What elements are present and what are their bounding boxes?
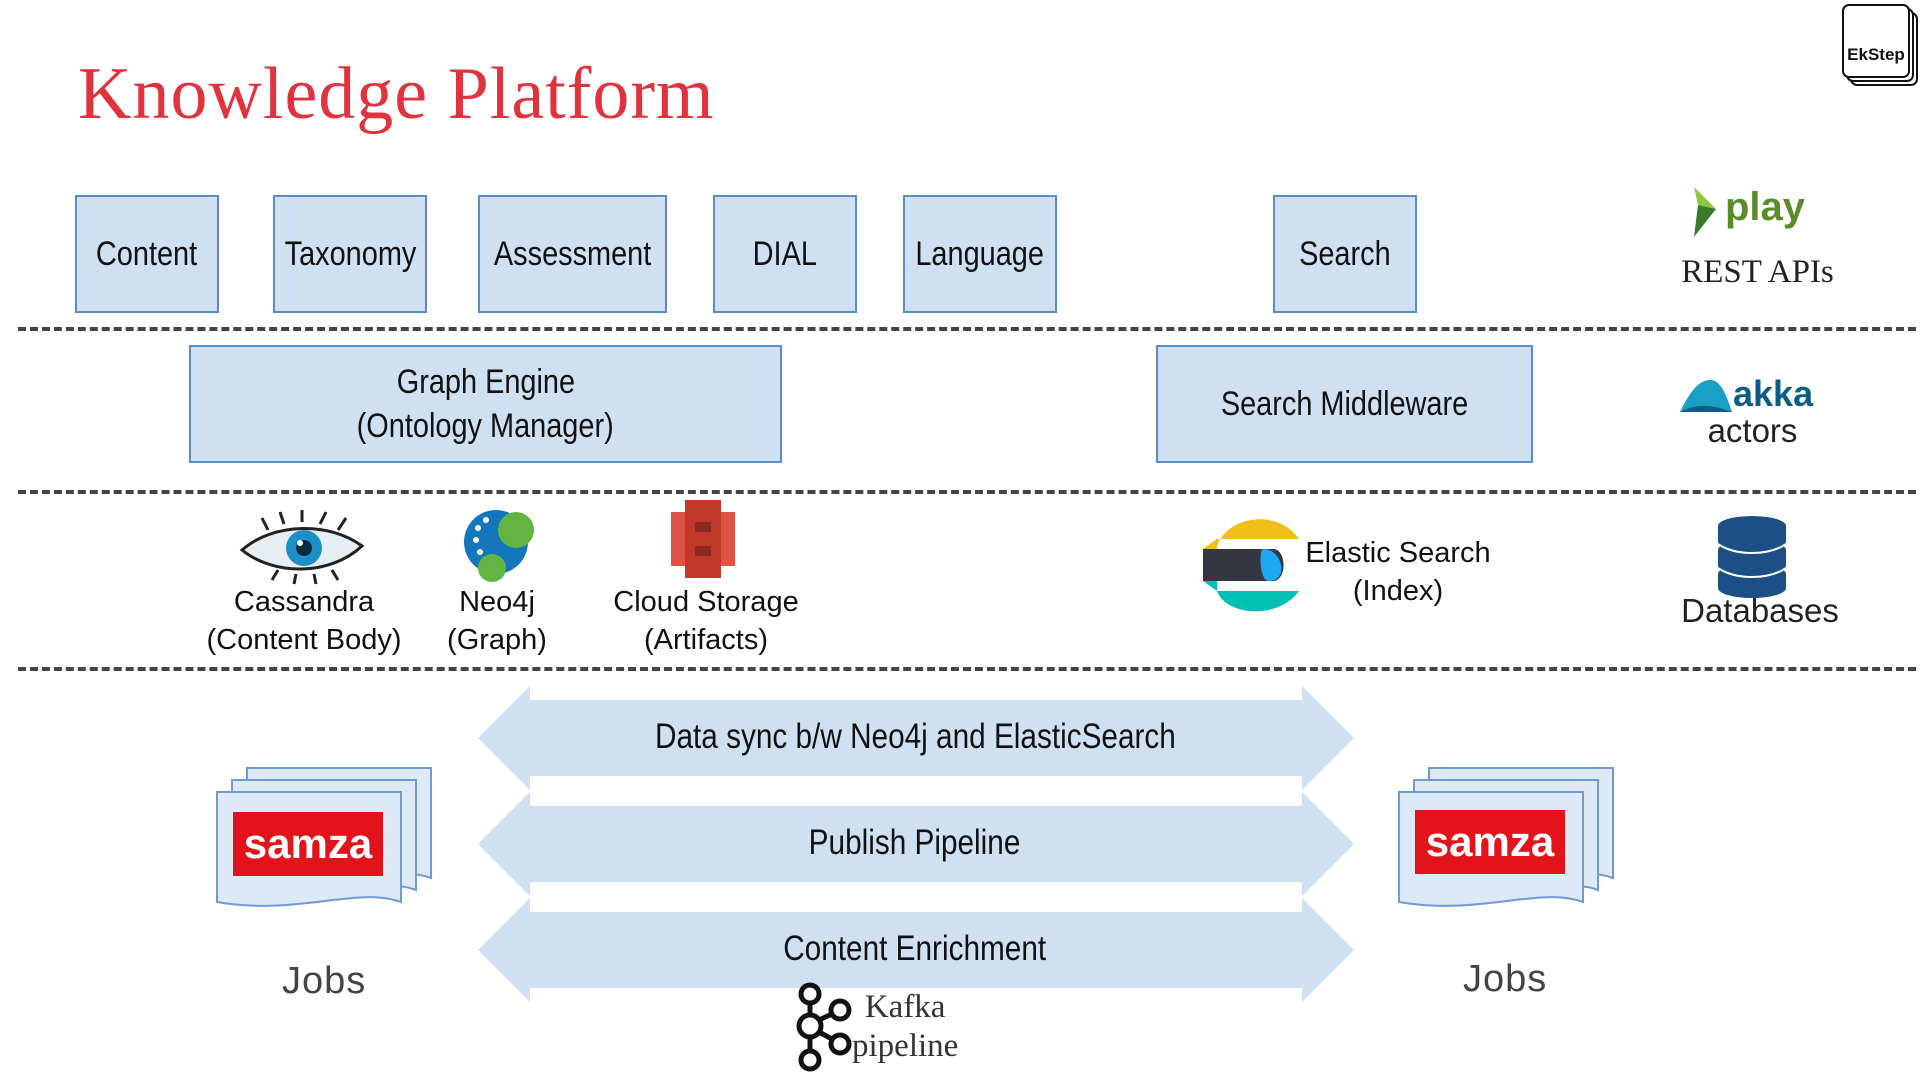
pipeline-label-publish: Publish Pipeline [809, 823, 1021, 862]
neo4j-label: Neo4j (Graph) [447, 586, 547, 657]
cloud-storage-icon [671, 500, 735, 578]
api-box-dial[interactable]: DIAL [713, 195, 857, 313]
play-logo-text: play [1725, 185, 1806, 229]
cassandra-label: Cassandra (Content Body) [206, 586, 402, 657]
rest-apis-label: REST APIs [1681, 254, 1834, 290]
layer-divider-2 [18, 490, 1916, 494]
play-logo-icon [1694, 187, 1716, 237]
ekstep-badge-icon [1842, 4, 1918, 86]
akka-actors-label: actors [1707, 412, 1798, 449]
api-box-search[interactable]: Search [1273, 195, 1417, 313]
akka-logo-icon [1680, 379, 1732, 412]
neo4j-logo-icon [464, 510, 534, 582]
database-icon [1717, 516, 1787, 598]
jobs-label-right: Jobs [1463, 958, 1548, 1000]
page-title: Knowledge Platform [78, 53, 715, 135]
cassandra-eye-icon [239, 510, 365, 585]
layer-divider-3 [18, 667, 1916, 671]
ekstep-badge-label: EkStep [1847, 45, 1905, 64]
samza-jobs-stack-right-icon [1398, 767, 1614, 907]
elasticsearch-label: Elastic Search (Index) [1305, 537, 1491, 608]
api-box-taxonomy[interactable]: Taxonomy [273, 195, 427, 313]
pipeline-label-data-sync: Data sync b/w Neo4j and ElasticSearch [654, 717, 1176, 756]
layer-divider-1 [18, 327, 1916, 331]
elasticsearch-logo-icon [1203, 519, 1299, 612]
search-middleware-box[interactable]: Search Middleware [1156, 345, 1533, 463]
pipeline-arrow-data-sync [478, 686, 1354, 790]
samza-logo-left: samza [243, 820, 373, 867]
pipeline-label-enrichment: Content Enrichment [783, 929, 1047, 968]
kafka-label: Kafka pipeline [852, 989, 959, 1064]
pipeline-arrow-enrichment [478, 898, 1354, 1002]
databases-label: Databases [1681, 592, 1839, 629]
samza-jobs-stack-left-icon [216, 767, 432, 907]
jobs-label-left: Jobs [282, 960, 367, 1002]
kafka-logo-icon [796, 982, 852, 1072]
graph-engine-box[interactable]: Graph Engine (Ontology Manager) [189, 345, 782, 463]
cloud-storage-label: Cloud Storage (Artifacts) [613, 586, 799, 657]
api-box-language[interactable]: Language [903, 195, 1057, 313]
api-box-content[interactable]: Content [75, 195, 219, 313]
samza-logo-right: samza [1425, 818, 1555, 865]
api-box-assessment[interactable]: Assessment [478, 195, 667, 313]
pipeline-arrow-publish [478, 792, 1354, 896]
akka-logo-text: akka [1733, 373, 1814, 414]
